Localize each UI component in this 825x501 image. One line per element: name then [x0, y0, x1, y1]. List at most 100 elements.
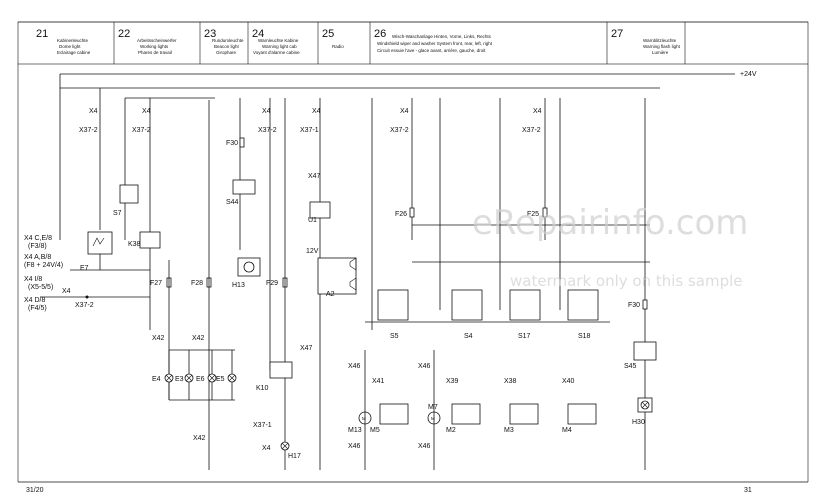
section-27-warning-flash: F30 S45 H30: [624, 98, 657, 470]
s24-x42c: X42: [193, 435, 206, 442]
s22-k38: K38: [128, 241, 141, 248]
s22-x4: X4: [142, 108, 151, 115]
f30-fuse-s23: [239, 137, 245, 148]
ref-x4-ab: X4 A,B/8: [24, 254, 51, 261]
s26-x40: X40: [562, 378, 575, 385]
ref-x37-connector: X37-2: [75, 302, 94, 309]
svg-text:M: M: [362, 416, 366, 421]
s24-x4: X4: [312, 108, 321, 115]
lamp-e5-label: E5: [216, 376, 225, 383]
s24-x47b: X47: [300, 345, 313, 352]
s23-h13: H13: [232, 282, 245, 289]
section-22-title-fr: Phares de travail: [138, 50, 172, 55]
section-number-23: 23: [204, 28, 216, 40]
ref-x4-i: X4 I/8: [24, 276, 42, 283]
section-22-title-en: Working lights: [140, 44, 169, 49]
motor-m4-label: M4: [562, 427, 572, 434]
left-reference-labels: X4 C,E/8 (F3/8) X4 A,B/8 (F8 + 24V/4) X4…: [24, 235, 94, 312]
switch-s18-label: S18: [578, 333, 591, 340]
wiper-motor-m4-box: [567, 403, 597, 425]
beacon-lamp-icon: [243, 261, 255, 273]
s44-switch-box: [232, 179, 256, 195]
lamp-e3-label: E3: [175, 376, 184, 383]
section-21-title-en: Dome light: [59, 44, 81, 49]
flash-lamp-icon: [640, 400, 650, 410]
s45-switch-box: [633, 341, 657, 361]
s26-x46b: X46: [418, 363, 431, 370]
section-23-beacon: X4 X37-2 F30 S44 H13 F29: [226, 98, 288, 370]
s24-x47a: X47: [308, 173, 321, 180]
s22-x37: X37-2: [132, 127, 151, 134]
s26-x38: X38: [504, 378, 517, 385]
lamp-e4-label: E4: [152, 376, 161, 383]
wiper-motor-m2-box: [451, 403, 481, 425]
e7-dome-lamp-box: [87, 231, 113, 255]
lamp-e6-icon: [207, 373, 217, 383]
s7-switch-box: [119, 184, 139, 204]
a2-radio-box: [317, 257, 357, 295]
section-22-title-de: Arbeitsscheinwerfer: [137, 38, 177, 43]
s21-e7: E7: [80, 265, 89, 272]
section-number-27: 27: [611, 28, 623, 40]
s23-s44: S44: [226, 199, 239, 206]
section-27-title-de: Warnblitzleuchte: [643, 38, 677, 43]
section-26-wiper-washer: X4 X37-2 X4 X37-2 F26 F25 S5 S4 S17 S18 …: [348, 98, 650, 470]
lamp-e4-icon: [164, 373, 174, 383]
s26-f25: F25: [527, 211, 539, 218]
switch-s5-box: [377, 289, 409, 321]
page-ref-left: 31/20: [26, 487, 44, 494]
s24-12v: 12V: [306, 248, 319, 255]
s24-x37b: X37-1: [253, 422, 272, 429]
svg-text:M: M: [431, 416, 435, 421]
wiper-motor-m5-box: [379, 403, 409, 425]
section-24-warning-light: X4 X37-1 X47 U1 12V A2 X47 K10 X37-1 X4 …: [193, 98, 357, 470]
s24-x37: X37-1: [300, 127, 319, 134]
s26-x4a: X4: [400, 108, 409, 115]
s26-x39: X39: [446, 378, 459, 385]
section-26-title-en: Windshield wiper and washer System front…: [377, 41, 493, 46]
header-block: 21 Kabinenleuchte Dome light Eclairage c…: [17, 21, 809, 65]
section-number-24: 24: [252, 28, 264, 40]
s26-x37a: X37-2: [390, 127, 409, 134]
ref-x4-ce: X4 C,E/8: [24, 235, 52, 242]
ref-f8: (F8 + 24V/4): [24, 262, 63, 269]
section-25-title: Radio: [332, 44, 344, 49]
section-23-title-en: Beacon light: [214, 44, 240, 49]
section-26-title-fr: Circuit essuie l'ave - glace avant, arri…: [377, 48, 486, 53]
switch-s17-label: S17: [518, 333, 531, 340]
s23-f30: F30: [226, 140, 238, 147]
s26-x4b: X4: [533, 108, 542, 115]
s27-s45: S45: [624, 363, 637, 370]
section-26-title-de: Wisch-Waschanlage Hinten, Vorne, Links, …: [392, 34, 492, 39]
motor-m3-label: M3: [504, 427, 514, 434]
motor-m5-label: M5: [370, 427, 380, 434]
section-number-26: 26: [374, 28, 386, 40]
section-number-22: 22: [118, 28, 130, 40]
switch-s17-box: [509, 289, 541, 321]
s22-x42a: X42: [152, 335, 165, 342]
switch-s4-label: S4: [464, 333, 473, 340]
h17-warning-lamp-icon: [280, 441, 290, 451]
s23-f29: F29: [266, 280, 278, 287]
wiper-motor-m3-box: [509, 403, 539, 425]
s27-f30: F30: [628, 302, 640, 309]
switch-s18-box: [567, 289, 599, 321]
lamp-e5-icon: [227, 373, 237, 383]
s24-x4b: X4: [262, 445, 271, 452]
section-27-title-fr: Lumière: [652, 50, 669, 55]
section-23-title-de: Rundumleuchte: [212, 38, 244, 43]
speaker-icon-2: [349, 277, 357, 291]
switch-s4-box: [451, 289, 483, 321]
ref-f3: (F3/8): [28, 243, 47, 250]
section-number-21: 21: [36, 28, 48, 40]
section-21-dome-light: X4 X37-2 E7: [79, 88, 113, 272]
k10-relay-box: [269, 361, 293, 379]
speaker-icon: [349, 257, 357, 271]
work-lamp-group: E4 E3 E6 E5: [152, 350, 237, 400]
s24-a2: A2: [326, 291, 335, 298]
lamp-e3-icon: [184, 373, 194, 383]
f26-fuse: [409, 207, 415, 218]
section-23-title-fr: Girophare: [216, 50, 237, 55]
s22-x42b: X42: [192, 335, 205, 342]
